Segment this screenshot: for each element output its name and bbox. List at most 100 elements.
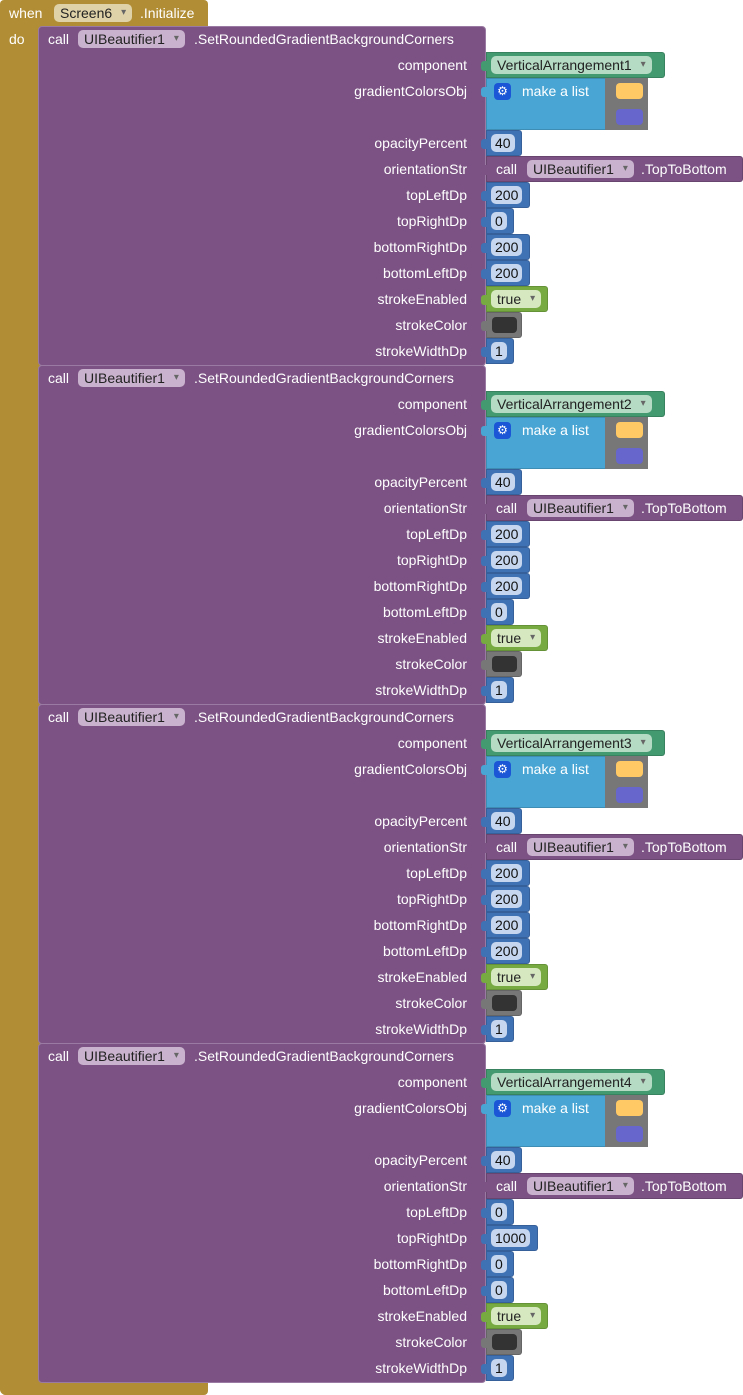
number-field[interactable]: 0 bbox=[491, 212, 507, 230]
call-label: call bbox=[496, 161, 518, 177]
socket-tab bbox=[481, 321, 488, 331]
stroke-color-swatch[interactable] bbox=[492, 317, 517, 333]
param-label-bottomrightdp: bottomRightDp bbox=[373, 917, 467, 933]
number-field[interactable]: 1 bbox=[491, 1020, 507, 1038]
number-field[interactable]: 200 bbox=[491, 186, 523, 204]
number-field[interactable]: 200 bbox=[491, 942, 523, 960]
orientation-component-dropdown[interactable]: UIBeautifier1 bbox=[527, 499, 634, 517]
socket-tab bbox=[481, 1312, 488, 1322]
number-field[interactable]: 200 bbox=[491, 577, 523, 595]
property-name: .TopToBottom bbox=[641, 839, 727, 855]
call-label: call bbox=[48, 370, 70, 386]
socket-tab bbox=[481, 1182, 488, 1192]
param-label-component: component bbox=[397, 735, 467, 751]
gear-icon[interactable]: ⚙ bbox=[494, 761, 511, 778]
gear-icon[interactable]: ⚙ bbox=[494, 83, 511, 100]
number-field[interactable]: 1 bbox=[491, 681, 507, 699]
screen-dropdown[interactable]: Screen6 bbox=[54, 4, 133, 22]
component-dropdown[interactable]: VerticalArrangement3 bbox=[491, 734, 652, 752]
param-label-orientationstr: orientationStr bbox=[383, 839, 467, 855]
socket-tab bbox=[481, 1234, 488, 1244]
boolean-dropdown[interactable]: true bbox=[491, 290, 542, 308]
call-label: call bbox=[496, 1178, 518, 1194]
socket-tab bbox=[481, 1078, 488, 1088]
gear-icon[interactable]: ⚙ bbox=[494, 1100, 511, 1117]
param-label-strokewidthdp: strokeWidthDp bbox=[375, 1021, 467, 1037]
socket-tab bbox=[481, 1156, 488, 1166]
component-dropdown[interactable]: VerticalArrangement4 bbox=[491, 1073, 652, 1091]
boolean-dropdown[interactable]: true bbox=[491, 1307, 542, 1325]
number-field[interactable]: 0 bbox=[491, 1255, 507, 1273]
number-field[interactable]: 1 bbox=[491, 342, 507, 360]
event-name: .Initialize bbox=[140, 5, 195, 21]
param-label-toprightdp: topRightDp bbox=[396, 1230, 467, 1246]
color-swatch-1[interactable] bbox=[616, 761, 643, 777]
number-field[interactable]: 200 bbox=[491, 525, 523, 543]
component-dropdown[interactable]: VerticalArrangement1 bbox=[491, 56, 652, 74]
number-field[interactable]: 200 bbox=[491, 551, 523, 569]
color-swatch-2[interactable] bbox=[616, 109, 643, 125]
socket-tab bbox=[481, 530, 488, 540]
number-field[interactable]: 40 bbox=[491, 1151, 515, 1169]
stroke-color-swatch[interactable] bbox=[492, 1334, 517, 1350]
component-dropdown[interactable]: UIBeautifier1 bbox=[78, 708, 185, 726]
method-call-block[interactable] bbox=[38, 704, 486, 1044]
number-field[interactable]: 0 bbox=[491, 1203, 507, 1221]
number-field[interactable]: 200 bbox=[491, 238, 523, 256]
number-field[interactable]: 0 bbox=[491, 603, 507, 621]
number-field[interactable]: 40 bbox=[491, 134, 515, 152]
socket-tab bbox=[481, 869, 488, 879]
number-field[interactable]: 200 bbox=[491, 864, 523, 882]
param-label-opacitypercent: opacityPercent bbox=[374, 813, 467, 829]
method-name: .SetRoundedGradientBackgroundCorners bbox=[194, 31, 454, 47]
number-field[interactable]: 200 bbox=[491, 890, 523, 908]
orientation-component-dropdown[interactable]: UIBeautifier1 bbox=[527, 160, 634, 178]
number-field[interactable]: 1000 bbox=[491, 1229, 531, 1247]
component-dropdown[interactable]: UIBeautifier1 bbox=[78, 1047, 185, 1065]
orientation-component-dropdown[interactable]: UIBeautifier1 bbox=[527, 1177, 634, 1195]
call-label: call bbox=[48, 31, 70, 47]
param-label-strokewidthdp: strokeWidthDp bbox=[375, 682, 467, 698]
number-field[interactable]: 200 bbox=[491, 916, 523, 934]
param-label-strokeenabled: strokeEnabled bbox=[377, 630, 467, 646]
component-dropdown[interactable]: VerticalArrangement2 bbox=[491, 395, 652, 413]
number-field[interactable]: 200 bbox=[491, 264, 523, 282]
socket-tab bbox=[481, 347, 488, 357]
param-label-topleftdp: topLeftDp bbox=[406, 1204, 467, 1220]
socket-tab bbox=[481, 999, 488, 1009]
socket-tab bbox=[481, 139, 488, 149]
color-swatch-2[interactable] bbox=[616, 1126, 643, 1142]
method-call-block[interactable] bbox=[38, 26, 486, 366]
param-label-gradientcolorsobj: gradientColorsObj bbox=[354, 761, 467, 777]
component-dropdown[interactable]: UIBeautifier1 bbox=[78, 369, 185, 387]
color-swatch-1[interactable] bbox=[616, 422, 643, 438]
color-swatch-2[interactable] bbox=[616, 448, 643, 464]
param-label-orientationstr: orientationStr bbox=[383, 500, 467, 516]
socket-tab bbox=[481, 843, 488, 853]
property-name: .TopToBottom bbox=[641, 1178, 727, 1194]
socket-tab bbox=[481, 895, 488, 905]
color-swatch-2[interactable] bbox=[616, 787, 643, 803]
make-a-list-label: make a list bbox=[522, 422, 589, 438]
stroke-color-swatch[interactable] bbox=[492, 995, 517, 1011]
socket-tab bbox=[481, 660, 488, 670]
socket-tab bbox=[481, 1286, 488, 1296]
color-swatch-1[interactable] bbox=[616, 1100, 643, 1116]
gear-icon[interactable]: ⚙ bbox=[494, 422, 511, 439]
stroke-color-swatch[interactable] bbox=[492, 656, 517, 672]
component-dropdown[interactable]: UIBeautifier1 bbox=[78, 30, 185, 48]
number-field[interactable]: 0 bbox=[491, 1281, 507, 1299]
number-field[interactable]: 40 bbox=[491, 812, 515, 830]
color-swatch-1[interactable] bbox=[616, 83, 643, 99]
param-label-strokewidthdp: strokeWidthDp bbox=[375, 343, 467, 359]
boolean-dropdown[interactable]: true bbox=[491, 968, 542, 986]
orientation-component-dropdown[interactable]: UIBeautifier1 bbox=[527, 838, 634, 856]
number-field[interactable]: 40 bbox=[491, 473, 515, 491]
socket-tab bbox=[481, 426, 488, 436]
method-call-block[interactable] bbox=[38, 1043, 486, 1383]
number-field[interactable]: 1 bbox=[491, 1359, 507, 1377]
socket-tab bbox=[481, 817, 488, 827]
socket-tab bbox=[481, 921, 488, 931]
boolean-dropdown[interactable]: true bbox=[491, 629, 542, 647]
socket-tab bbox=[481, 1208, 488, 1218]
